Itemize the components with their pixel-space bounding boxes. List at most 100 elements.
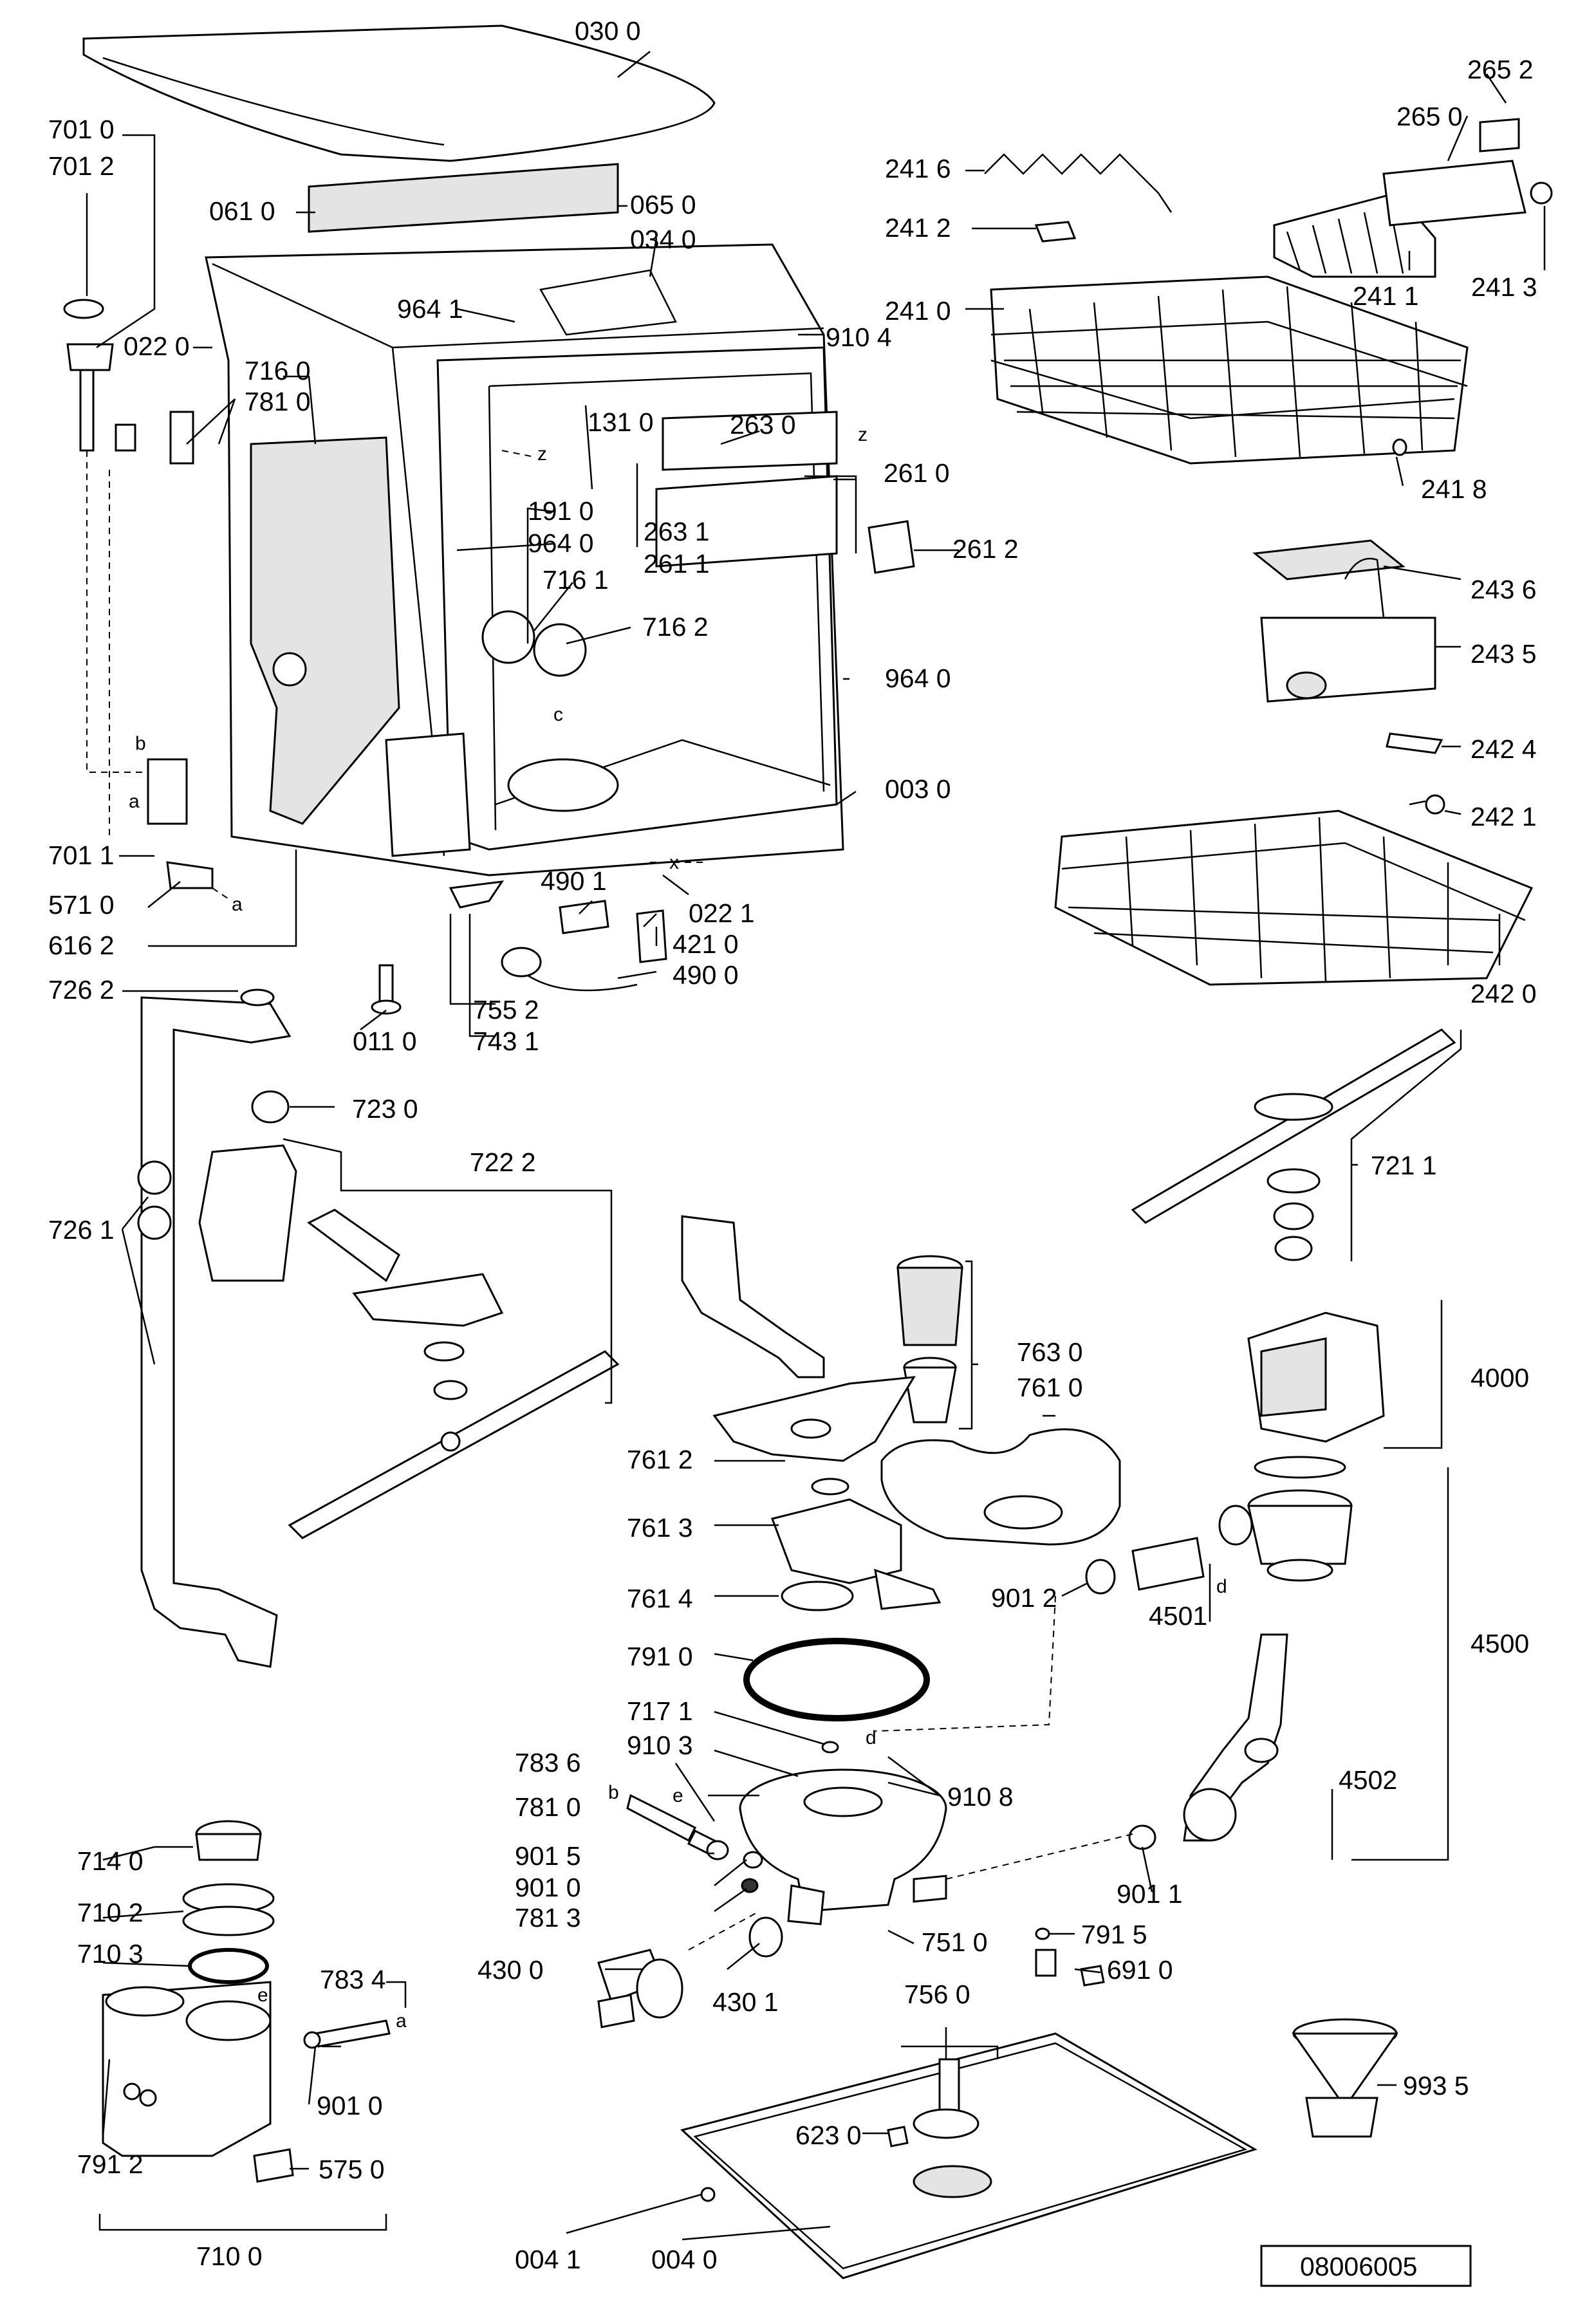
label-241-3: 241 3	[1471, 272, 1537, 302]
softener-ring-710-2	[182, 1883, 275, 1936]
marker-e-1: e	[673, 1785, 683, 1806]
label-761-0: 761 0	[1017, 1373, 1083, 1402]
label-241-8: 241 8	[1421, 474, 1487, 504]
label-241-6: 241 6	[885, 154, 951, 183]
insulation-strip	[308, 163, 619, 233]
label-910-3: 910 3	[627, 1730, 693, 1760]
label-261-0: 261 0	[884, 458, 950, 488]
clamp-901-0-a	[743, 1851, 763, 1869]
part-labels: 030 0 061 0 065 0 034 0 701 0 701 2 022 …	[48, 16, 1537, 2274]
label-993-5: 993 5	[1403, 2071, 1469, 2100]
float-756-0	[913, 2058, 992, 2198]
wheel-242-1	[1409, 794, 1445, 815]
marker-c: c	[553, 704, 563, 725]
label-743-1: 743 1	[473, 1026, 539, 1056]
label-490-1: 490 1	[541, 866, 607, 896]
sensor-691-0	[1035, 1949, 1105, 1987]
label-701-2: 701 2	[48, 151, 115, 181]
label-691-0: 691 0	[1107, 1955, 1173, 1985]
base-plate-004-0	[680, 2032, 1257, 2279]
label-490-0: 490 0	[673, 960, 739, 990]
label-003-0: 003 0	[885, 774, 951, 804]
clip-242-4	[1386, 732, 1443, 754]
label-716-1: 716 1	[543, 565, 609, 595]
label-783-6: 783 6	[515, 1748, 581, 1777]
label-623-0: 623 0	[795, 2120, 862, 2150]
label-901-0-b: 901 0	[317, 2091, 383, 2120]
label-004-1: 004 1	[515, 2245, 581, 2274]
label-761-2: 761 2	[627, 1445, 693, 1474]
valve-575-0	[253, 2148, 294, 2183]
label-901-1: 901 1	[1117, 1879, 1183, 1909]
spray-arm-support-761-2	[712, 1376, 916, 1462]
label-755-2: 755 2	[473, 995, 539, 1025]
label-781-0-a: 781 0	[245, 387, 311, 416]
tube-783-4	[303, 2019, 391, 2049]
label-061-0: 061 0	[209, 196, 275, 226]
upper-spray-arm-722	[288, 1350, 620, 1539]
gasket-791-0	[743, 1638, 930, 1721]
label-263-1: 263 1	[644, 517, 710, 546]
label-243-6: 243 6	[1471, 575, 1537, 604]
label-901-0-a: 901 0	[515, 1873, 581, 1902]
marker-b-2: b	[608, 1782, 619, 1803]
label-721-1: 721 1	[1371, 1151, 1437, 1180]
label-4000: 4000	[1471, 1363, 1529, 1393]
label-701-0: 701 0	[48, 115, 115, 144]
label-430-0: 430 0	[478, 1955, 544, 1985]
label-910-4: 910 4	[826, 322, 892, 352]
plug-717-1	[821, 1741, 839, 1754]
label-716-0: 716 0	[245, 356, 311, 385]
filter-763	[896, 1255, 963, 1423]
part-623-0	[887, 2126, 909, 2147]
softener-seal-710-3	[188, 1948, 269, 1984]
document-number-box: 08006005	[1260, 2245, 1472, 2287]
seal-430-1	[748, 1916, 783, 1958]
routing-dashes	[109, 450, 1133, 1951]
label-751-0: 751 0	[922, 1927, 988, 1957]
label-4500: 4500	[1471, 1629, 1529, 1658]
drain-hose-4502	[1183, 1633, 1288, 1842]
power-connector	[501, 900, 667, 992]
hose-connector-4501	[1085, 1505, 1253, 1595]
marker-b-1: b	[135, 733, 146, 754]
rack-rail-241-6	[984, 153, 1173, 213]
drain-pipe-upper	[681, 1215, 825, 1378]
marker-a-2: a	[232, 894, 243, 915]
label-722-2: 722 2	[470, 1147, 536, 1177]
label-714-0: 714 0	[77, 1846, 144, 1876]
label-263-0: 263 0	[730, 410, 796, 440]
lower-rack	[1054, 810, 1534, 986]
worktop-lid	[82, 24, 716, 162]
marker-d-2: d	[866, 1727, 877, 1748]
label-242-4: 242 4	[1471, 734, 1537, 764]
label-761-4: 761 4	[627, 1584, 693, 1613]
label-065-0: 065 0	[630, 190, 696, 219]
flat-filter-761-0	[880, 1428, 1121, 1546]
label-131-0: 131 0	[588, 407, 654, 437]
label-910-8: 910 8	[947, 1782, 1014, 1812]
label-241-0: 241 0	[885, 296, 951, 326]
label-011-0: 011 0	[353, 1026, 417, 1056]
label-575-0: 575 0	[319, 2155, 385, 2184]
label-421-0: 421 0	[673, 929, 739, 959]
label-964-0-b: 964 0	[885, 663, 951, 693]
screw-004-1	[700, 2187, 716, 2202]
cabinet-frame	[205, 243, 915, 876]
tube-781-0	[626, 1794, 716, 1855]
label-716-2: 716 2	[642, 612, 709, 642]
supply-pipe-726	[137, 988, 292, 1668]
label-791-0: 791 0	[627, 1642, 693, 1671]
oring-791-5	[1035, 1927, 1050, 1940]
label-781-0-b: 781 0	[515, 1792, 581, 1822]
marker-e-2: e	[257, 1985, 268, 2006]
filter-housing-761-3	[771, 1478, 942, 1610]
label-242-1: 242 1	[1471, 802, 1537, 831]
label-004-0: 004 0	[651, 2245, 718, 2274]
spray-arm-721-1	[1131, 1028, 1456, 1261]
label-265-2: 265 2	[1467, 55, 1534, 84]
label-901-2: 901 2	[991, 1583, 1057, 1613]
label-783-4: 783 4	[320, 1965, 386, 1994]
label-717-1: 717 1	[627, 1696, 693, 1726]
